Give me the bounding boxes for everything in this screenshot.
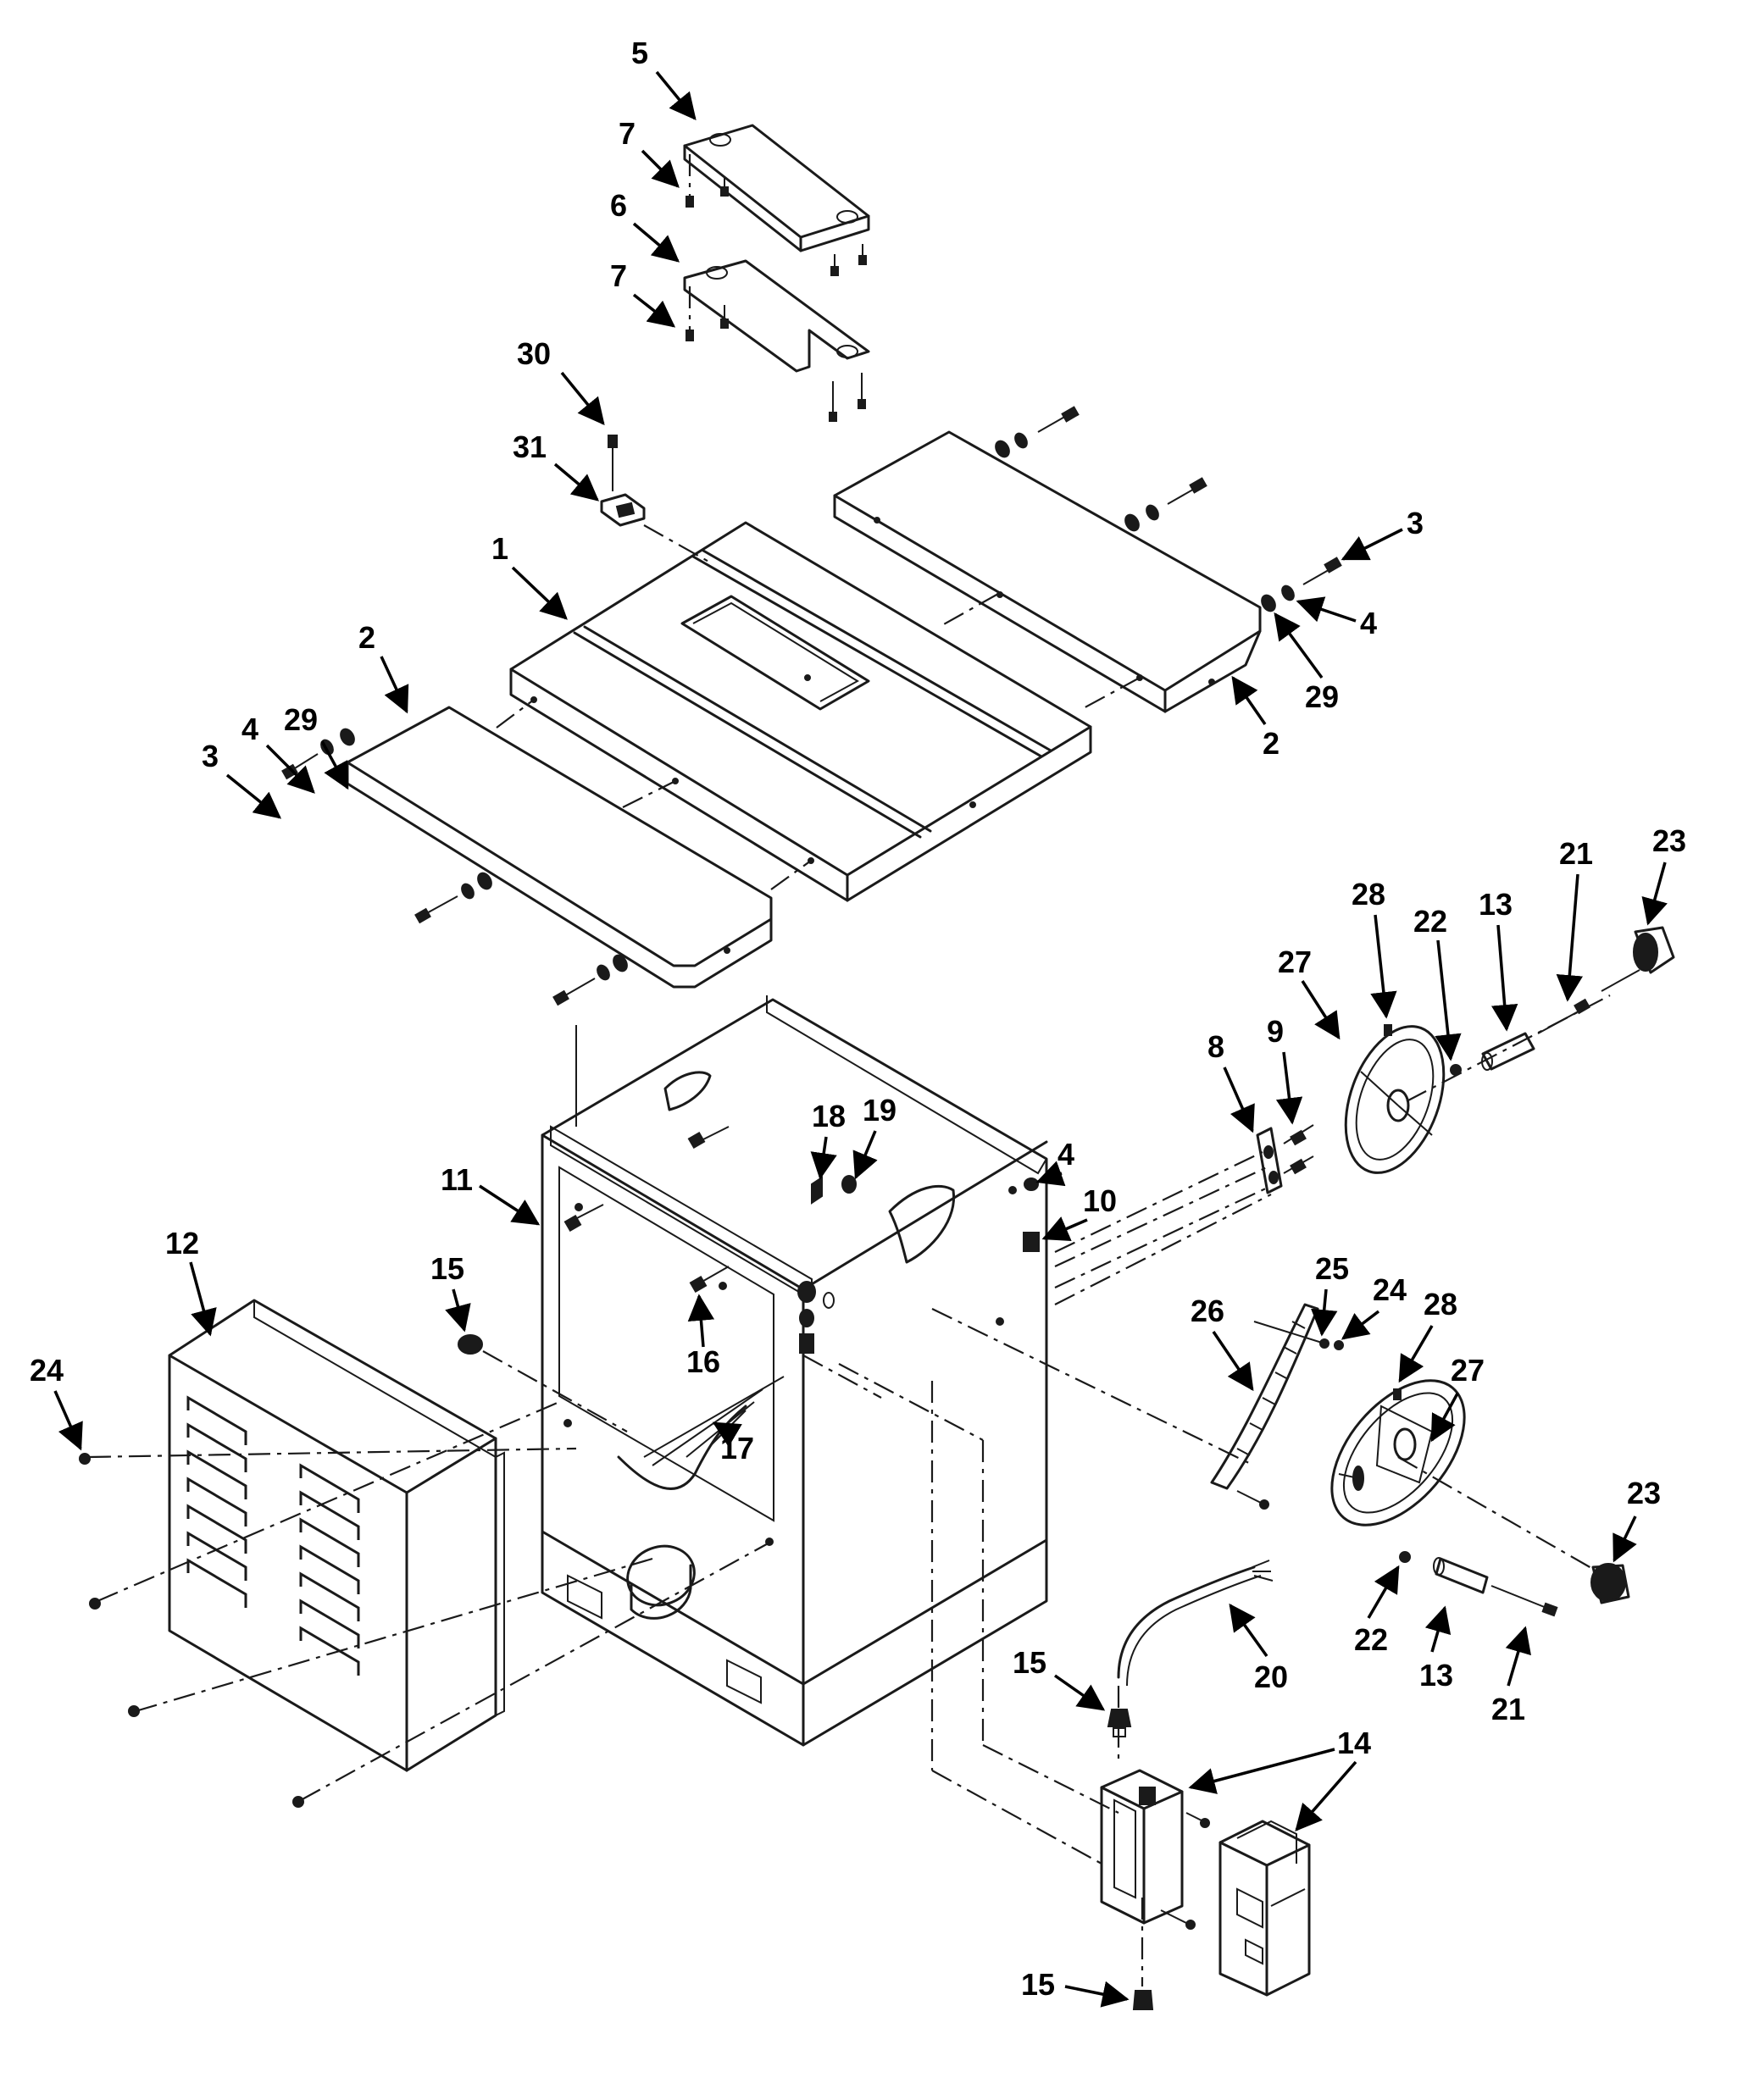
callout-28: 28 — [1424, 1287, 1457, 1322]
callout-3: 3 — [1407, 506, 1424, 540]
callout-1: 1 — [491, 531, 508, 566]
strain-relief-15-right — [1107, 1709, 1154, 2010]
clamp-31-screw-30 — [600, 435, 713, 564]
strain-relief-15-left — [458, 1334, 628, 1432]
callout-21: 21 — [1491, 1692, 1525, 1726]
callout-15: 15 — [1021, 1967, 1055, 2002]
callout-9: 9 — [1267, 1014, 1284, 1049]
insert-plate-6 — [683, 259, 870, 422]
callout-13: 13 — [1419, 1658, 1453, 1693]
callout-30: 30 — [517, 336, 551, 371]
callout-12: 12 — [165, 1226, 199, 1261]
callout-24: 24 — [1373, 1272, 1407, 1307]
callout-22: 22 — [1354, 1622, 1388, 1657]
callout-13: 13 — [1479, 887, 1513, 922]
callout-4: 4 — [1057, 1137, 1074, 1172]
callout-4: 4 — [1360, 606, 1377, 640]
callout-21: 21 — [1559, 836, 1593, 871]
callout-10: 10 — [1083, 1183, 1117, 1218]
callout-15: 15 — [430, 1251, 464, 1286]
callout-6: 6 — [610, 188, 627, 223]
callout-18: 18 — [812, 1099, 846, 1133]
callout-23: 23 — [1652, 823, 1686, 858]
main-table-1 — [509, 521, 1092, 902]
vent-slots-right — [299, 1463, 360, 1676]
callout-labels: 5 7 6 7 30 31 1 3 4 29 2 2 4 29 3 28 22 … — [30, 36, 1686, 2008]
callout-22: 22 — [1413, 904, 1447, 939]
bolts-washers-3-4-29 — [281, 406, 1342, 1006]
switch-box-14 — [802, 1355, 1210, 1930]
callout-19: 19 — [863, 1093, 896, 1128]
callout-31: 31 — [513, 429, 547, 464]
callout-15: 15 — [1013, 1645, 1046, 1680]
extension-wing-2-left — [346, 696, 814, 989]
callout-3: 3 — [202, 739, 219, 773]
callout-8: 8 — [1207, 1029, 1224, 1064]
lower-handwheel-assembly — [1330, 1379, 1630, 1617]
callout-17: 17 — [720, 1431, 754, 1466]
callout-2: 2 — [358, 620, 375, 655]
callout-26: 26 — [1191, 1294, 1224, 1328]
callout-4: 4 — [241, 712, 258, 746]
callout-28: 28 — [1352, 877, 1385, 911]
upper-handwheel-assembly — [1344, 926, 1675, 1174]
callout-27: 27 — [1451, 1353, 1485, 1388]
callout-5: 5 — [631, 36, 648, 70]
callout-27: 27 — [1278, 945, 1312, 979]
callout-11: 11 — [441, 1162, 473, 1197]
callout-23: 23 — [1627, 1476, 1661, 1510]
side-panel-12 — [79, 1299, 772, 1808]
callout-25: 25 — [1315, 1251, 1349, 1286]
insert-plate-5 — [683, 124, 870, 276]
callout-29: 29 — [1305, 679, 1339, 714]
power-cord-20 — [1117, 1560, 1274, 1762]
switch-cover-14 — [1218, 1820, 1311, 1997]
tilt-scale-26 — [931, 1303, 1344, 1510]
vent-slots-left — [186, 1395, 247, 1608]
callout-20: 20 — [1254, 1659, 1288, 1694]
callout-7: 7 — [619, 116, 636, 151]
cabinet-11 — [541, 995, 1048, 1747]
callout-24: 24 — [30, 1353, 64, 1388]
callout-16: 16 — [686, 1344, 720, 1379]
callout-14: 14 — [1337, 1726, 1371, 1760]
callout-7: 7 — [610, 258, 627, 293]
extension-wing-2-right — [833, 430, 1262, 713]
callout-2: 2 — [1263, 726, 1279, 761]
callout-29: 29 — [284, 702, 318, 737]
